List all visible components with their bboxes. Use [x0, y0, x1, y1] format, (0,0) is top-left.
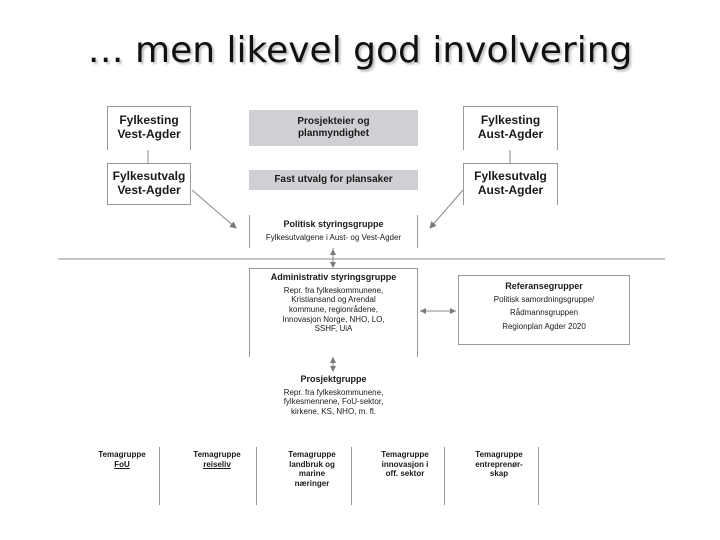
- fylkesutvalg-aust-line2: Aust-Agder: [477, 183, 544, 198]
- temagruppe-innovasjon-line3: off. sektor: [385, 469, 425, 479]
- administrativ-styringsgruppe-box: Administrativ styringsgruppe Repr. fra f…: [249, 268, 418, 357]
- temagruppe-innovasjon-box: Temagruppe innovasjon i off. sektor: [366, 447, 445, 505]
- referanse-line2: Rådmannsgruppen: [509, 308, 579, 318]
- referanse-line1: Politisk samordningsgruppe/: [493, 294, 595, 304]
- fylkesting-vest-line1: Fylkesting: [119, 113, 179, 127]
- referanse-heading: Referansegrupper: [505, 281, 583, 291]
- temagruppe-landbruk-line1: Temagruppe: [288, 450, 336, 459]
- temagruppe-landbruk-box: Temagruppe landbruk og marine næringer: [273, 447, 352, 505]
- prosjekteier-line1: Prosjekteier og: [297, 116, 370, 127]
- fylkesting-aust-line2: Aust-Agder: [477, 127, 544, 142]
- administrativ-line4: Innovasjon Norge, NHO, LO,: [282, 314, 385, 324]
- fylkesutvalg-aust-agder-box: Fylkesutvalg Aust-Agder: [463, 163, 558, 205]
- temagruppe-reiseliv-line1: Temagruppe: [193, 450, 241, 459]
- fylkesting-vest-line2: Vest-Agder: [117, 127, 181, 142]
- temagruppe-innovasjon-line2: innovasjon i: [381, 459, 429, 469]
- prosjektgruppe-line1: Repr. fra fylkeskommunene,: [283, 387, 384, 397]
- temagruppe-fou-line1: Temagruppe: [98, 450, 146, 459]
- referansegrupper-box: Referansegrupper Politisk samordningsgru…: [458, 275, 630, 345]
- politisk-styringsgruppe-box: Politisk styringsgruppe Fylkesutvalgene …: [249, 215, 418, 248]
- administrativ-line1: Repr. fra fylkeskommunene,: [283, 285, 384, 295]
- prosjektgruppe-box: Prosjektgruppe Repr. fra fylkeskommunene…: [249, 372, 418, 434]
- temagruppe-entreprenorskap-line2: entreprenør-: [475, 459, 523, 469]
- prosjekteier-line2: planmyndighet: [297, 128, 370, 139]
- administrativ-line5: SSHF, UiA: [314, 324, 353, 334]
- administrativ-heading: Administrativ styringsgruppe: [270, 272, 397, 282]
- arrow-vest-to-politisk: [191, 189, 237, 229]
- temagruppe-entreprenorskap-box: Temagruppe entreprenør- skap: [460, 447, 539, 505]
- temagruppe-fou-line2: FoU: [114, 459, 130, 469]
- temagruppe-fou-box: Temagruppe FoU: [85, 447, 160, 505]
- politisk-heading: Politisk styringsgruppe: [283, 219, 384, 229]
- temagruppe-innovasjon-line1: Temagruppe: [381, 450, 429, 459]
- arrow-aust-to-politisk: [429, 189, 464, 229]
- fylkesting-aust-line1: Fylkesting: [480, 113, 541, 127]
- temagruppe-entreprenorskap-line3: skap: [489, 469, 509, 479]
- fast-utvalg-label: Fast utvalg for plansaker: [274, 174, 393, 185]
- fylkesting-vest-agder-box: Fylkesting Vest-Agder: [107, 106, 191, 150]
- fylkesutvalg-aust-line1: Fylkesutvalg: [474, 169, 547, 183]
- temagruppe-entreprenorskap-line1: Temagruppe: [475, 450, 523, 459]
- prosjektgruppe-line2: fylkesmennene, FoU-sektor,: [283, 397, 384, 407]
- administrativ-line2: Kristiansand og Arendal: [291, 295, 376, 305]
- referanse-line3: Regionplan Agder 2020: [502, 321, 586, 331]
- fylkesutvalg-vest-line1: Fylkesutvalg: [112, 169, 186, 183]
- temagruppe-landbruk-line3: marine: [298, 469, 326, 479]
- prosjektgruppe-heading: Prosjektgruppe: [300, 374, 367, 384]
- fylkesutvalg-vest-agder-box: Fylkesutvalg Vest-Agder: [107, 163, 191, 205]
- prosjekteier-box: Prosjekteier og planmyndighet: [249, 110, 418, 146]
- prosjektgruppe-line3: kirkene, KS, NHO, m. fl.: [291, 406, 376, 416]
- temagruppe-landbruk-line4: næringer: [294, 478, 330, 488]
- fylkesutvalg-vest-line2: Vest-Agder: [117, 183, 181, 198]
- administrativ-line3: kommune, regionrådene,: [289, 304, 378, 314]
- fast-utvalg-box: Fast utvalg for plansaker: [249, 170, 418, 190]
- temagruppe-landbruk-line2: landbruk og: [289, 459, 335, 469]
- politisk-text: Fylkesutvalgene i Aust- og Vest-Agder: [265, 232, 402, 242]
- temagruppe-reiseliv-line2: reiseliv: [203, 459, 231, 469]
- slide-title: … men likevel god involvering: [87, 30, 633, 71]
- temagruppe-reiseliv-box: Temagruppe reiseliv: [178, 447, 257, 505]
- fylkesting-aust-agder-box: Fylkesting Aust-Agder: [463, 106, 558, 150]
